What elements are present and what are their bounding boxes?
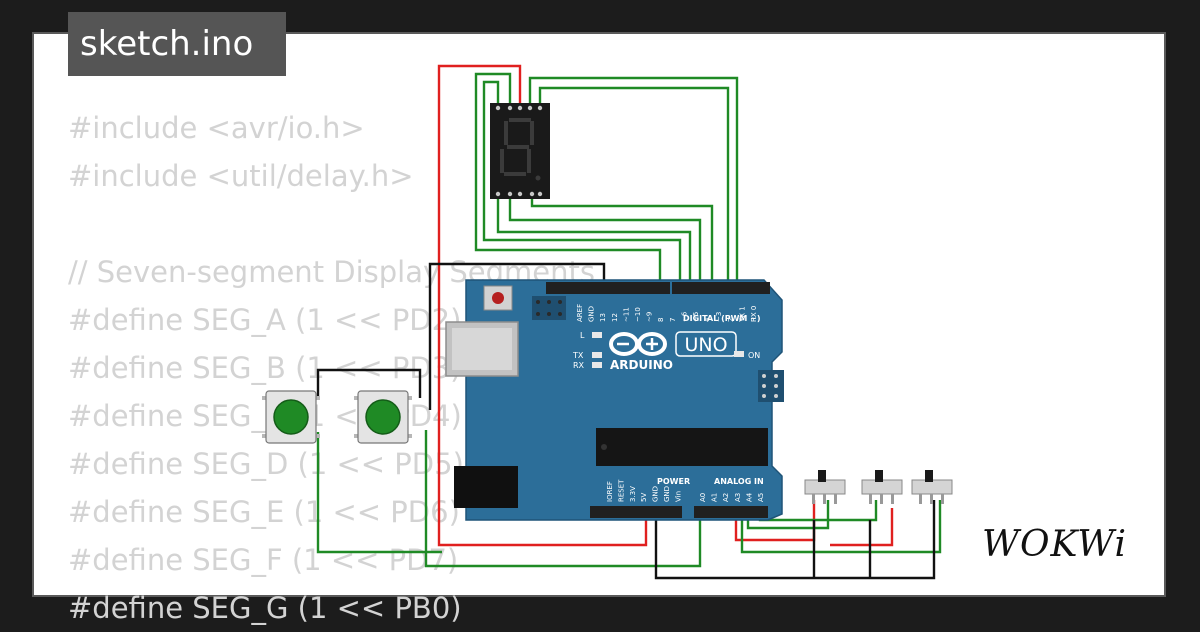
tx-label: TX	[572, 351, 584, 360]
pin-label: A1	[711, 493, 719, 502]
code-line: // Seven-segment Display Segments	[68, 255, 595, 289]
pin-label: RX 0	[750, 306, 758, 322]
wokwi-logo: WOKWi	[978, 524, 1132, 565]
code-line: #include <avr/io.h>	[68, 111, 365, 145]
code-line: #define SEG_F (1 << PD7)	[68, 543, 459, 577]
slide-switch-3[interactable]	[911, 470, 953, 504]
circuit-diagram: UNO ARDUINO DIGITAL (PWM ~) POWER ANALOG…	[262, 64, 953, 580]
icsp-header-2	[758, 370, 784, 402]
black-wires	[316, 262, 936, 580]
push-button-2[interactable]	[354, 390, 412, 444]
pin-label: A5	[757, 493, 765, 502]
wire-seg-g	[530, 196, 714, 284]
code-line: #define SEG_G (1 << PB0)	[68, 591, 462, 625]
digital-label: DIGITAL (PWM ~)	[683, 314, 761, 323]
usb-port-inner	[452, 328, 512, 370]
wire-seg-a	[474, 72, 662, 284]
icsp-header	[532, 296, 566, 320]
pin-label: GND	[652, 486, 660, 502]
tx-led	[592, 352, 602, 358]
board-brand: ARDUINO	[610, 358, 673, 372]
wire-vcc	[437, 64, 648, 547]
segment-leds	[500, 118, 541, 181]
power-jack	[454, 466, 518, 508]
pin-label: A3	[734, 493, 742, 502]
wire-seg-f	[508, 196, 702, 284]
led-l-label: L	[580, 331, 585, 340]
board-model: UNO	[684, 334, 727, 356]
on-led	[734, 351, 744, 357]
microcontroller-chip	[596, 428, 768, 466]
slide-switch-2[interactable]	[861, 470, 903, 504]
pin-label: GND	[663, 486, 671, 502]
pin-label: 3.3V	[629, 486, 637, 502]
wire-seg-e	[496, 196, 692, 284]
code-editor: #include <avr/io.h> #include <util/delay…	[68, 104, 595, 632]
analog-header	[694, 506, 768, 518]
uno-badge	[675, 331, 737, 357]
arduino-uno-board[interactable]: UNO ARDUINO DIGITAL (PWM ~) POWER ANALOG…	[445, 279, 784, 521]
wire-btn-link	[316, 368, 422, 400]
power-header	[590, 506, 682, 518]
wire-btn-gnd	[428, 262, 606, 410]
seven-segment-display[interactable]	[490, 103, 550, 199]
pin-label: A0	[699, 493, 707, 502]
pin-label: RESET	[617, 479, 625, 502]
pin-label: TX 1	[738, 306, 746, 323]
pin-label: ~9	[646, 312, 654, 322]
pin-label: 8	[657, 318, 665, 322]
green-wires	[316, 72, 942, 568]
pin-label: A4	[745, 492, 753, 502]
wire-pot3-signal	[740, 500, 942, 554]
pin-label: 12	[611, 313, 619, 322]
wire-btn2-signal	[424, 430, 702, 568]
pin-label: A2	[722, 493, 730, 502]
wire-btn1-signal	[316, 432, 442, 554]
arduino-logo-icon	[609, 332, 667, 356]
pin-label: GND	[588, 306, 596, 322]
rx-label: RX	[573, 361, 585, 370]
pin-label: ~11	[622, 307, 630, 322]
pin-label: ~5	[692, 312, 700, 322]
digital-header	[546, 282, 670, 294]
wire-seg-c	[528, 76, 739, 284]
l-led	[592, 332, 602, 338]
code-line: #define SEG_D (1 << PD5)	[68, 447, 464, 481]
pin-label: 7	[669, 318, 677, 322]
wire-seg-d	[538, 86, 730, 284]
pin-label: 2	[727, 318, 735, 322]
pin-label: ~3	[715, 312, 723, 322]
pin-label: ~10	[634, 307, 642, 322]
sketch-file-tab[interactable]: sketch.ino	[68, 12, 286, 76]
wire-gnd-bus	[654, 500, 936, 580]
rx-led	[592, 362, 602, 368]
code-line: #define SEG_A (1 << PD2)	[68, 303, 462, 337]
pin-label: 13	[599, 313, 607, 322]
pin-label: Vin	[674, 491, 682, 502]
code-line: #include <util/delay.h>	[68, 159, 414, 193]
power-label: POWER	[657, 477, 690, 486]
reset-button[interactable]	[483, 285, 513, 311]
push-button-1[interactable]	[262, 390, 320, 444]
pin-label: AREF	[576, 304, 584, 322]
pin-label: 5V	[640, 493, 648, 502]
wire-seg-b	[482, 80, 682, 284]
pin-label: ~6	[680, 311, 688, 322]
digital-header-2	[672, 282, 770, 294]
slide-switch-1[interactable]	[804, 470, 846, 504]
pin-label: IOREF	[606, 481, 614, 502]
on-label: ON	[748, 351, 760, 360]
display-pins	[495, 105, 543, 197]
wire-sw2-supply	[830, 508, 894, 547]
analog-label: ANALOG IN	[714, 477, 764, 486]
pin-label: 4	[704, 317, 712, 322]
